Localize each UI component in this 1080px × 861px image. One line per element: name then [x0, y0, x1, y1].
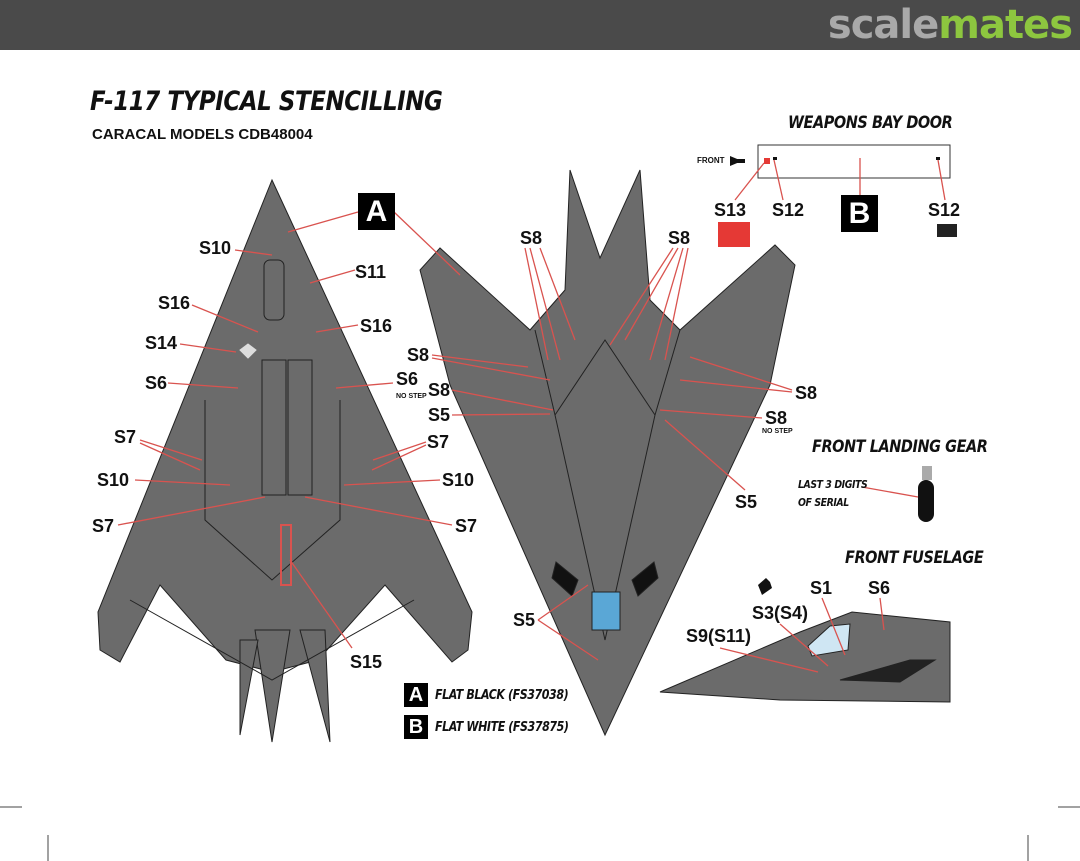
legend-key: B	[404, 715, 428, 739]
stencil-label: S8	[428, 380, 451, 400]
aircraft-bottom-view	[419, 169, 796, 737]
stencil-label: S11	[355, 262, 387, 282]
stencil-label: S5	[513, 610, 536, 630]
landing-gear-drawing	[918, 466, 934, 522]
stencil-label: S12	[772, 200, 805, 220]
weapons-bay-door-drawing	[718, 144, 957, 247]
stencil-label: S7	[92, 516, 115, 536]
stencil-label: S8	[407, 345, 430, 365]
stencil-label: S5	[735, 492, 758, 512]
weapons-bay-door-heading: WEAPONS BAY DOOR	[788, 113, 953, 133]
front-fuselage-heading: FRONT FUSELAGE	[845, 548, 984, 568]
stencil-label: S14	[145, 333, 178, 353]
stencil-label: S16	[360, 316, 393, 336]
no-step-stencil: NO STEP	[396, 393, 427, 400]
stencil-label: S8	[765, 408, 788, 428]
stencil-label: S3(S4)	[752, 603, 809, 623]
stencil-label: S7	[455, 516, 478, 536]
stencil-label: S10	[442, 470, 475, 490]
stencil-label: S9(S11)	[686, 626, 752, 646]
stencil-label: S16	[158, 293, 191, 313]
stencil-label: S13	[714, 200, 747, 220]
stencil-label: S7	[114, 427, 137, 447]
legend-label: FLAT BLACK (FS37038)	[435, 688, 569, 703]
serial-note: OF SERIAL	[798, 496, 849, 509]
front-fuselage-drawing	[659, 578, 951, 703]
leader-lines	[117, 158, 946, 673]
serial-note: LAST 3 DIGITS	[798, 478, 868, 491]
aircraft-top-view	[97, 178, 473, 743]
marker-b: B	[841, 195, 878, 232]
page-title: F-117 TYPICAL STENCILLING	[90, 86, 443, 117]
legend-key: A	[404, 683, 428, 707]
stencil-label: S5	[428, 405, 451, 425]
stencil-label: S10	[97, 470, 130, 490]
stencil-label: S6	[145, 373, 168, 393]
stencil-label: S1	[810, 578, 833, 598]
page-subtitle: CARACAL MODELS CDB48004	[92, 126, 313, 143]
stencil-label: S8	[795, 383, 818, 403]
stencil-label: S12	[928, 200, 961, 220]
scalemates-logo[interactable]: scalemates	[827, 2, 1073, 48]
stencil-label: S15	[350, 652, 383, 672]
front-landing-gear-heading: FRONT LANDING GEAR	[812, 437, 988, 457]
stencil-label: S7	[427, 432, 450, 452]
stencil-label: S10	[199, 238, 232, 258]
stencil-label: S8	[668, 228, 691, 248]
legend-label: FLAT WHITE (FS37875)	[435, 720, 569, 735]
no-step-stencil: NO STEP	[762, 428, 793, 435]
front-label: FRONT	[697, 156, 725, 165]
stencil-label: S8	[520, 228, 543, 248]
stencil-label: S6	[868, 578, 891, 598]
site-header: scalemates	[0, 0, 1080, 50]
stencil-label: S6	[396, 369, 419, 389]
marker-a: A	[358, 193, 395, 230]
